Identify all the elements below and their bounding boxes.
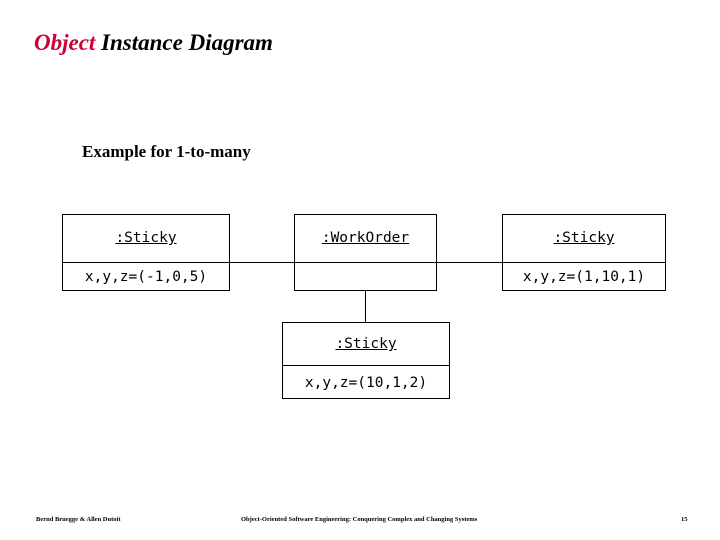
object-name-sticky-right: :Sticky <box>553 230 615 246</box>
footer-book-title: Object-Oriented Software Engineering: Co… <box>241 516 478 523</box>
footer-authors: Bernd Bruegge & Allen Dutoit <box>36 516 121 523</box>
object-name-sticky-left: :Sticky <box>115 230 177 246</box>
object-name-sticky-bottom: :Sticky <box>335 336 397 352</box>
object-name-workorder: :WorkOrder <box>321 230 410 246</box>
object-attributes-sticky-right: x,y,z=(1,10,1) <box>503 262 665 291</box>
link-left-to-workorder <box>229 262 295 263</box>
link-workorder-to-right <box>436 262 503 263</box>
object-attributes-workorder <box>295 262 436 291</box>
object-box-sticky-right[interactable]: :Sticky x,y,z=(1,10,1) <box>502 214 666 291</box>
link-workorder-to-bottom <box>365 290 366 322</box>
object-box-workorder[interactable]: :WorkOrder <box>294 214 437 291</box>
object-attributes-sticky-left: x,y,z=(-1,0,5) <box>63 262 229 291</box>
page-title-rest: Instance Diagram <box>95 30 273 55</box>
object-box-sticky-bottom[interactable]: :Sticky x,y,z=(10,1,2) <box>282 322 450 399</box>
object-attributes-sticky-bottom: x,y,z=(10,1,2) <box>283 365 449 399</box>
page-title-accent: Object <box>34 30 96 55</box>
footer-page-number: 15 <box>681 516 688 523</box>
page-title: Object Instance Diagram <box>34 30 273 56</box>
object-box-sticky-left[interactable]: :Sticky x,y,z=(-1,0,5) <box>62 214 230 291</box>
slide-subtitle: Example for 1-to-many <box>82 142 251 161</box>
